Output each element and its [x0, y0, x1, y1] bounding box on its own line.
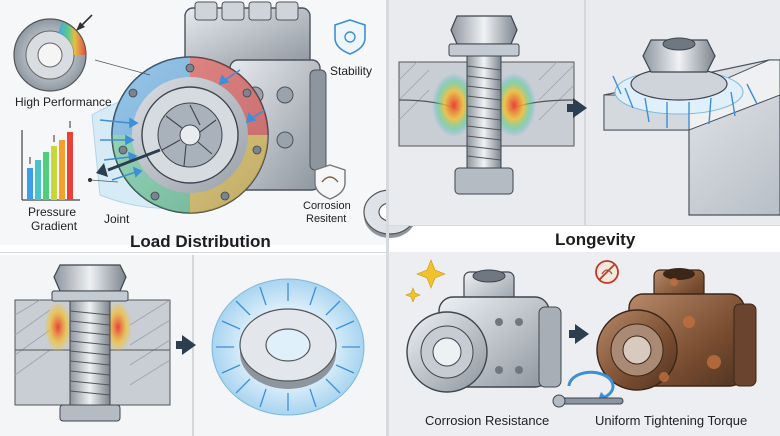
panel-valves: Corrosion Resistance Uniform Tightening …	[389, 252, 780, 436]
main-divider	[386, 0, 389, 436]
label-pressure-gradient-2: Gradient	[31, 219, 78, 233]
rusty-valve-icon	[596, 268, 757, 391]
shield-icon	[334, 19, 366, 55]
pressure-disk-icon	[13, 14, 93, 92]
turbine-flange	[111, 56, 269, 214]
block-load-arrows	[612, 75, 758, 128]
bolt-plate-icon	[448, 15, 520, 195]
clean-valve-icon	[406, 269, 562, 393]
nut-washer-icon	[614, 37, 744, 115]
title-load-distribution: Load Distribution	[130, 232, 271, 251]
label-corrosion-resitent-2: Resitent	[306, 213, 347, 225]
label-stability: Stability	[330, 64, 373, 78]
bolt-icon	[51, 264, 129, 422]
pressure-gradient-bars-icon	[21, 121, 80, 201]
corrosion-shield-icon	[314, 164, 346, 200]
no-corrosion-icon	[595, 260, 619, 284]
pressure-arrows	[99, 69, 266, 181]
label-pressure-gradient-1: Pressure	[28, 205, 77, 219]
washer-halo-icon	[211, 278, 365, 416]
torque-wrench-icon	[552, 370, 624, 408]
panel-bolt-washer	[0, 255, 386, 436]
label-corrosion-resitent-1: Corrosion	[303, 200, 351, 212]
title-longevity: Longevity	[555, 230, 636, 249]
label-corrosion-resistance: Corrosion Resistance	[425, 413, 550, 428]
label-joint: Joint	[104, 212, 130, 226]
radial-load-arrows	[216, 283, 360, 411]
panel-bolt-block	[389, 0, 780, 225]
label-high-performance: High Performance	[15, 95, 112, 109]
sparkle-icon	[405, 259, 446, 303]
right-horizontal-divider	[389, 225, 780, 226]
panel-engine-pressure: High Performance Stability Pressure Grad…	[0, 0, 386, 245]
left-horizontal-divider	[0, 252, 386, 253]
label-uniform-tightening-torque: Uniform Tightening Torque	[595, 413, 748, 428]
